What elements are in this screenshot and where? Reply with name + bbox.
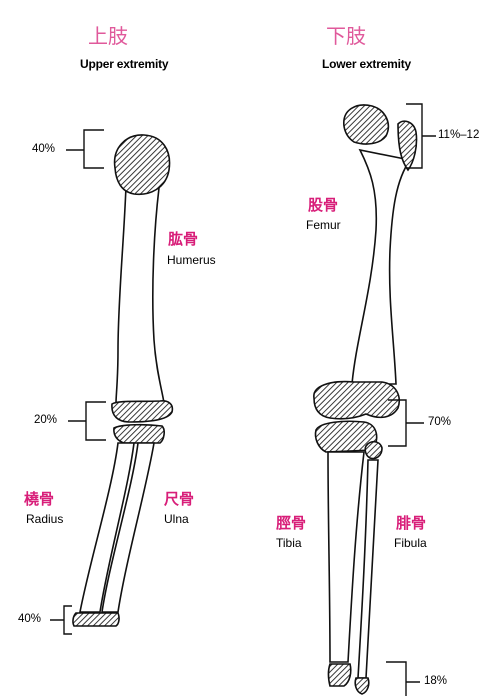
distal-femur	[314, 382, 399, 419]
upper-title-en: Upper extremity	[80, 57, 168, 71]
tibia-label-en: Tibia	[276, 536, 302, 550]
distal-forearm	[73, 613, 119, 626]
fibula-label-en: Fibula	[394, 536, 427, 550]
distal-fibula	[355, 678, 369, 694]
ankle-bracket	[386, 662, 420, 696]
lower-hip-pct: 11%–12	[438, 129, 479, 141]
humerus-label-en: Humerus	[167, 253, 216, 267]
wrist-bracket	[50, 606, 72, 634]
distal-tibia	[329, 664, 351, 686]
proximal-forearm	[114, 425, 164, 443]
lower-title-en: Lower extremity	[322, 57, 411, 71]
lower-title-cn: 下肢	[326, 20, 366, 49]
upper-title-cn: 上肢	[88, 20, 128, 49]
humerus-shaft	[116, 186, 164, 403]
ulna-label-cn: 尺骨	[164, 488, 194, 509]
radius-label-cn: 橈骨	[24, 488, 54, 509]
lower-ankle-pct: 18%	[424, 675, 447, 687]
femoral-head	[344, 105, 389, 144]
humeral-head	[115, 135, 170, 194]
ulna-label-en: Ulna	[164, 512, 189, 526]
fibula-shaft	[358, 460, 378, 678]
upper-shoulder-pct: 40%	[32, 143, 55, 155]
shoulder-bracket	[66, 130, 104, 168]
radius-label-en: Radius	[26, 512, 63, 526]
lower-knee-pct: 70%	[428, 416, 451, 428]
tibia-label-cn: 脛骨	[276, 512, 306, 533]
fibula-label-cn: 腓骨	[396, 512, 426, 533]
upper-wrist-pct: 40%	[18, 613, 41, 625]
tibia-shaft	[328, 452, 364, 662]
proximal-fibula	[365, 442, 382, 459]
elbow-bracket	[68, 402, 106, 440]
distal-humerus	[112, 401, 172, 422]
humerus-label-cn: 肱骨	[168, 228, 198, 249]
femur-label-en: Femur	[306, 218, 341, 232]
femur-label-cn: 股骨	[308, 194, 338, 215]
upper-elbow-pct: 20%	[34, 414, 57, 426]
femur-shaft	[352, 150, 410, 384]
